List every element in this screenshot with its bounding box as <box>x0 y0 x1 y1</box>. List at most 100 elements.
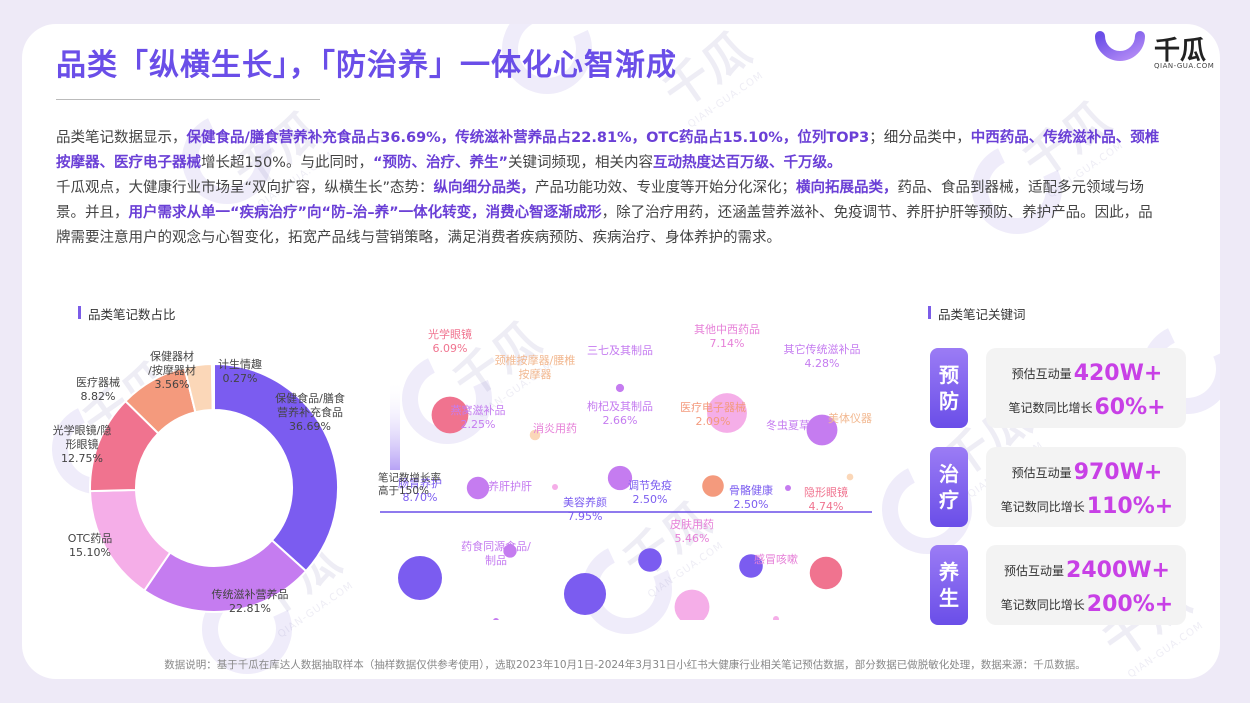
stat-value: 110%+ <box>1086 493 1174 519</box>
bubble <box>707 393 747 433</box>
bubble <box>431 396 469 434</box>
stat-value: 2400W+ <box>1066 557 1170 583</box>
bubble <box>785 485 791 491</box>
donut-label-text: 光学眼镜/隐 形眼镜 <box>52 424 112 451</box>
logo-url: QIAN-GUA.COM <box>1154 62 1215 70</box>
bubble-label-name: 肠胃养护 <box>398 477 442 490</box>
bubble-label-name: 隐形眼镜 <box>804 486 848 499</box>
donut-label-value: 15.10% <box>69 546 111 559</box>
bubble <box>493 618 499 624</box>
bubble <box>773 616 779 622</box>
bubble-label-name: 枸杞及其制品 <box>587 400 653 413</box>
donut-label-text: OTC药品 <box>67 532 113 545</box>
footnote: 数据说明：基于千瓜在库达人数据抽取样本（抽样数据仅供参考使用），选取2023年1… <box>164 659 1086 671</box>
stat-label: 预估互动量 <box>1011 366 1072 381</box>
stat-value: 200%+ <box>1086 591 1174 617</box>
stat-label: 笔记数同比增长 <box>1008 400 1093 415</box>
bubble <box>806 414 838 446</box>
bubble-label: 美体仪器 <box>805 412 895 426</box>
paragraph-insight: 千瓜观点，大健康行业市场呈“双向扩容，纵横生长”态势：纵向细分品类，产品功能功效… <box>56 180 1153 246</box>
bubble <box>552 484 558 490</box>
bubble-label-value: 7.14% <box>709 337 745 350</box>
page-title: 品类「纵横生长」，「防治养」一体化心智渐成 <box>56 48 677 83</box>
bubble-label-name: 美体仪器 <box>828 412 872 425</box>
donut-label-text: 传统滋补营养品 <box>211 588 289 601</box>
bubble-label-value: 4.74% <box>808 500 844 513</box>
bubble-label: 消炎用药 <box>510 422 600 436</box>
donut-label-value: 0.27% <box>222 372 258 385</box>
stat-value: 970W+ <box>1073 459 1163 485</box>
bubble-label-name: 皮肤用药 <box>670 518 714 531</box>
donut-label-text: 医疗器械 <box>76 376 120 389</box>
keyword-tag: 治 疗 <box>930 447 968 527</box>
donut-label-value: 36.69% <box>289 420 331 433</box>
section-label-share: 品类笔记数占比 <box>78 304 176 323</box>
bubble-label-name: 燕窝滋补品 <box>450 404 506 417</box>
bubble-svg <box>380 380 872 625</box>
bubble <box>702 475 724 497</box>
keyword-tag: 预 防 <box>930 348 968 428</box>
bubble <box>563 572 607 616</box>
paragraph-data: 品类笔记数据显示，保健食品/膳食营养补充食品占36.69%，传统滋补营养品占22… <box>56 130 1160 171</box>
bubble-label: 感冒咳嗽 <box>731 553 821 567</box>
bubble-label: 冬虫夏草 <box>743 419 833 433</box>
bubble-label-name: 调节免疫 <box>628 479 672 492</box>
bubble-label-name: 颈椎按摩器/腰椎 按摩器 <box>494 354 576 381</box>
stat-value: 420W+ <box>1073 360 1163 386</box>
growth-indicator-bar <box>390 380 400 470</box>
bubble-label-value: 8.70% <box>402 491 438 504</box>
donut-label-text: 保健食品/膳食 营养补充食品 <box>275 392 345 419</box>
brand-logo: 千瓜 QIAN-GUA.COM <box>1094 28 1224 78</box>
stat-value: 60%+ <box>1094 394 1166 420</box>
bubble-label-name: 感冒咳嗽 <box>754 553 798 566</box>
stat-label: 预估互动量 <box>1004 563 1065 578</box>
summary-text: 品类笔记数据显示，保健食品/膳食营养补充食品占36.69%，传统滋补营养品占22… <box>56 126 1166 251</box>
bubble-label: 养肝护肝 <box>465 480 555 494</box>
donut-label-value: 8.82% <box>80 390 116 403</box>
bubble <box>846 473 854 481</box>
title-divider <box>56 99 320 100</box>
bubble-label-name: 养肝护肝 <box>488 480 532 493</box>
growth-group-label: 笔记数增长率 高于150% <box>378 472 441 497</box>
bubble <box>466 476 490 500</box>
keyword-tag: 养 生 <box>930 545 968 625</box>
bubble-label-name: 骨骼健康 <box>729 484 773 497</box>
qiangua-logo-icon <box>1095 31 1145 61</box>
section-label-keywords: 品类笔记关键词 <box>928 304 1026 323</box>
bubble-label: 三七及其制品 <box>575 344 665 358</box>
bubble-label-name: 其他中西药品 <box>694 323 760 336</box>
bubble-label-value: 2.25% <box>460 418 496 431</box>
donut-label-value: 22.81% <box>229 602 271 615</box>
bubble-label-name: 三七及其制品 <box>587 344 653 357</box>
donut-label-value: 12.75% <box>61 452 103 465</box>
donut-slice <box>213 362 339 573</box>
bubble-label-value: 6.09% <box>432 342 468 355</box>
bubble <box>809 556 843 590</box>
bubble <box>503 544 517 558</box>
stat-label: 笔记数同比增长 <box>1000 597 1085 612</box>
donut-svg <box>89 362 339 613</box>
